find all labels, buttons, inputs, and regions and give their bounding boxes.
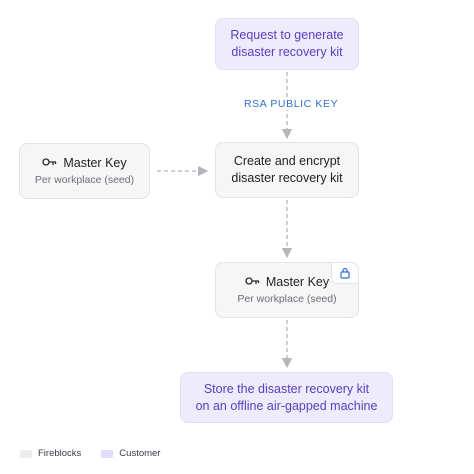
node-create-encrypt-title: Create and encrypt disaster recovery kit: [231, 154, 343, 185]
node-request-kit-title: Request to generate disaster recovery ki…: [230, 28, 344, 59]
lock-icon: [331, 263, 358, 284]
node-store-kit: Store the disaster recovery kit on an of…: [180, 372, 393, 423]
node-create-encrypt: Create and encrypt disaster recovery kit: [215, 142, 359, 198]
node-master-key-left: Master Key Per workplace (seed): [19, 143, 150, 199]
legend-swatch-customer: [101, 449, 114, 458]
key-icon: [42, 156, 57, 170]
legend-item-fireblocks: Fireblocks: [20, 448, 81, 459]
legend-swatch-fireblocks: [20, 449, 32, 458]
legend-label-customer: Customer: [119, 448, 161, 459]
node-master-key-center-title: Master Key: [265, 275, 330, 289]
node-master-key-center-subtitle: Per workplace (seed): [237, 293, 337, 305]
node-master-key-left-subtitle: Per workplace (seed): [34, 174, 135, 186]
key-icon: [245, 275, 260, 289]
node-request-kit: Request to generate disaster recovery ki…: [215, 18, 359, 70]
legend: Fireblocks Customer: [20, 448, 160, 459]
legend-item-customer: Customer: [101, 448, 160, 459]
node-master-key-center: Master Key Per workplace (seed): [215, 262, 359, 318]
edge-label-rsa-public-key: RSA PUBLIC KEY: [242, 98, 341, 110]
node-store-kit-title: Store the disaster recovery kit on an of…: [195, 381, 378, 413]
legend-label-fireblocks: Fireblocks: [38, 448, 82, 459]
node-master-key-left-title: Master Key: [63, 156, 127, 170]
